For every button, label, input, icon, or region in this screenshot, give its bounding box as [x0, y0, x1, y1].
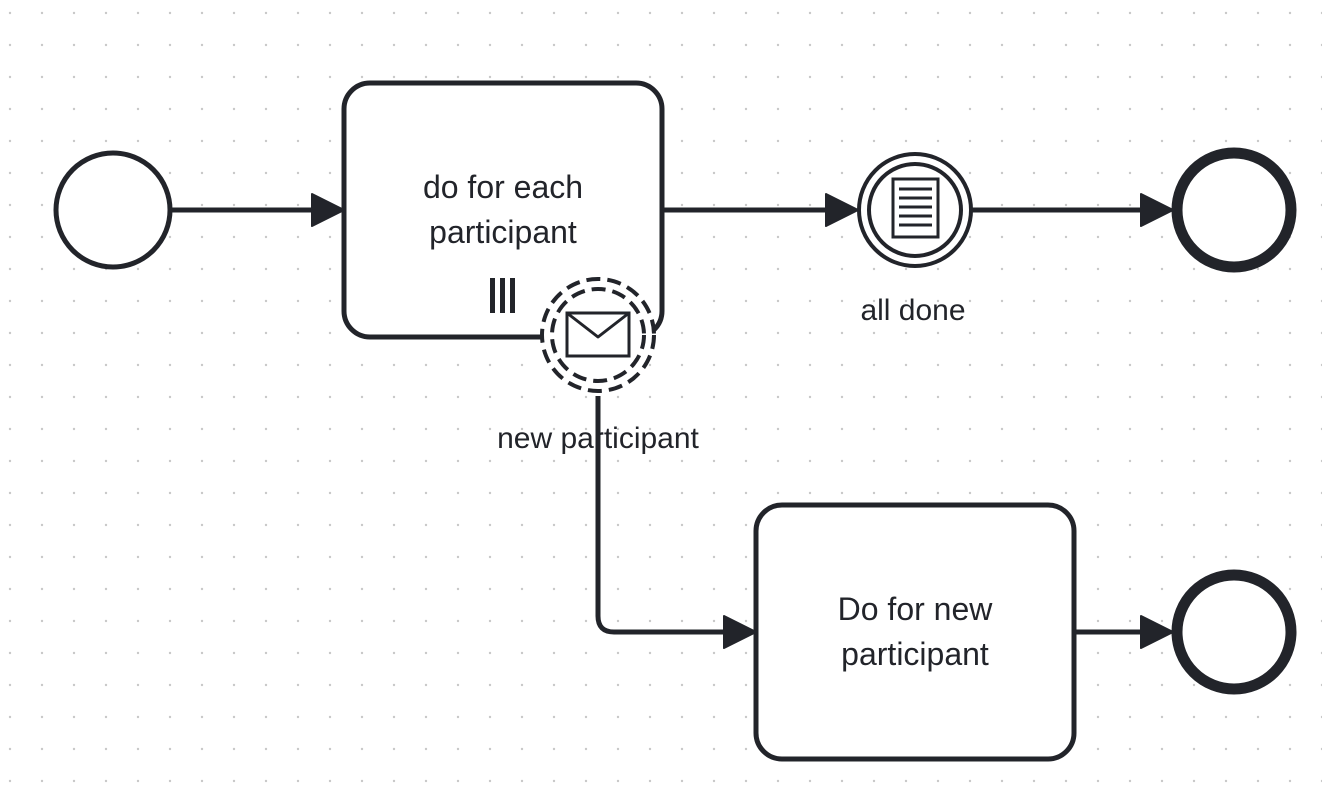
parallel-multi-instance-icon — [490, 278, 515, 313]
flow-task-to-intermediate[interactable] — [663, 193, 859, 227]
arrow-head — [1140, 193, 1174, 227]
flow-intermediate-to-end[interactable] — [972, 193, 1174, 227]
boundary-event-new-participant[interactable] — [540, 277, 656, 393]
end-event-bottom[interactable] — [1171, 569, 1297, 695]
intermediate-event-label: all done — [860, 294, 965, 327]
intermediate-event-all-done[interactable] — [857, 152, 973, 268]
arrow-head — [723, 615, 757, 649]
task-label-line-1: Do for new — [838, 591, 994, 627]
task-label-line-1: do for each — [423, 169, 583, 205]
flow-task-new-to-end[interactable] — [1074, 615, 1174, 649]
start-event[interactable] — [53, 150, 173, 270]
envelope-icon — [565, 311, 631, 358]
task-label-line-2: participant — [841, 636, 989, 672]
arrow-head — [825, 193, 859, 227]
task-do-for-new-participant[interactable]: Do for new participant — [753, 502, 1077, 762]
flow-start-to-task[interactable] — [172, 193, 345, 227]
task-do-for-each-participant[interactable]: do for each participant — [341, 80, 665, 340]
flow-boundary-to-task-new[interactable] — [595, 396, 757, 649]
arrow-head — [311, 193, 345, 227]
end-event-top[interactable] — [1171, 147, 1297, 273]
boundary-event-label: new participant — [497, 422, 699, 455]
document-icon — [891, 177, 940, 239]
arrow-head — [1140, 615, 1174, 649]
task-label-line-2: participant — [429, 214, 577, 250]
